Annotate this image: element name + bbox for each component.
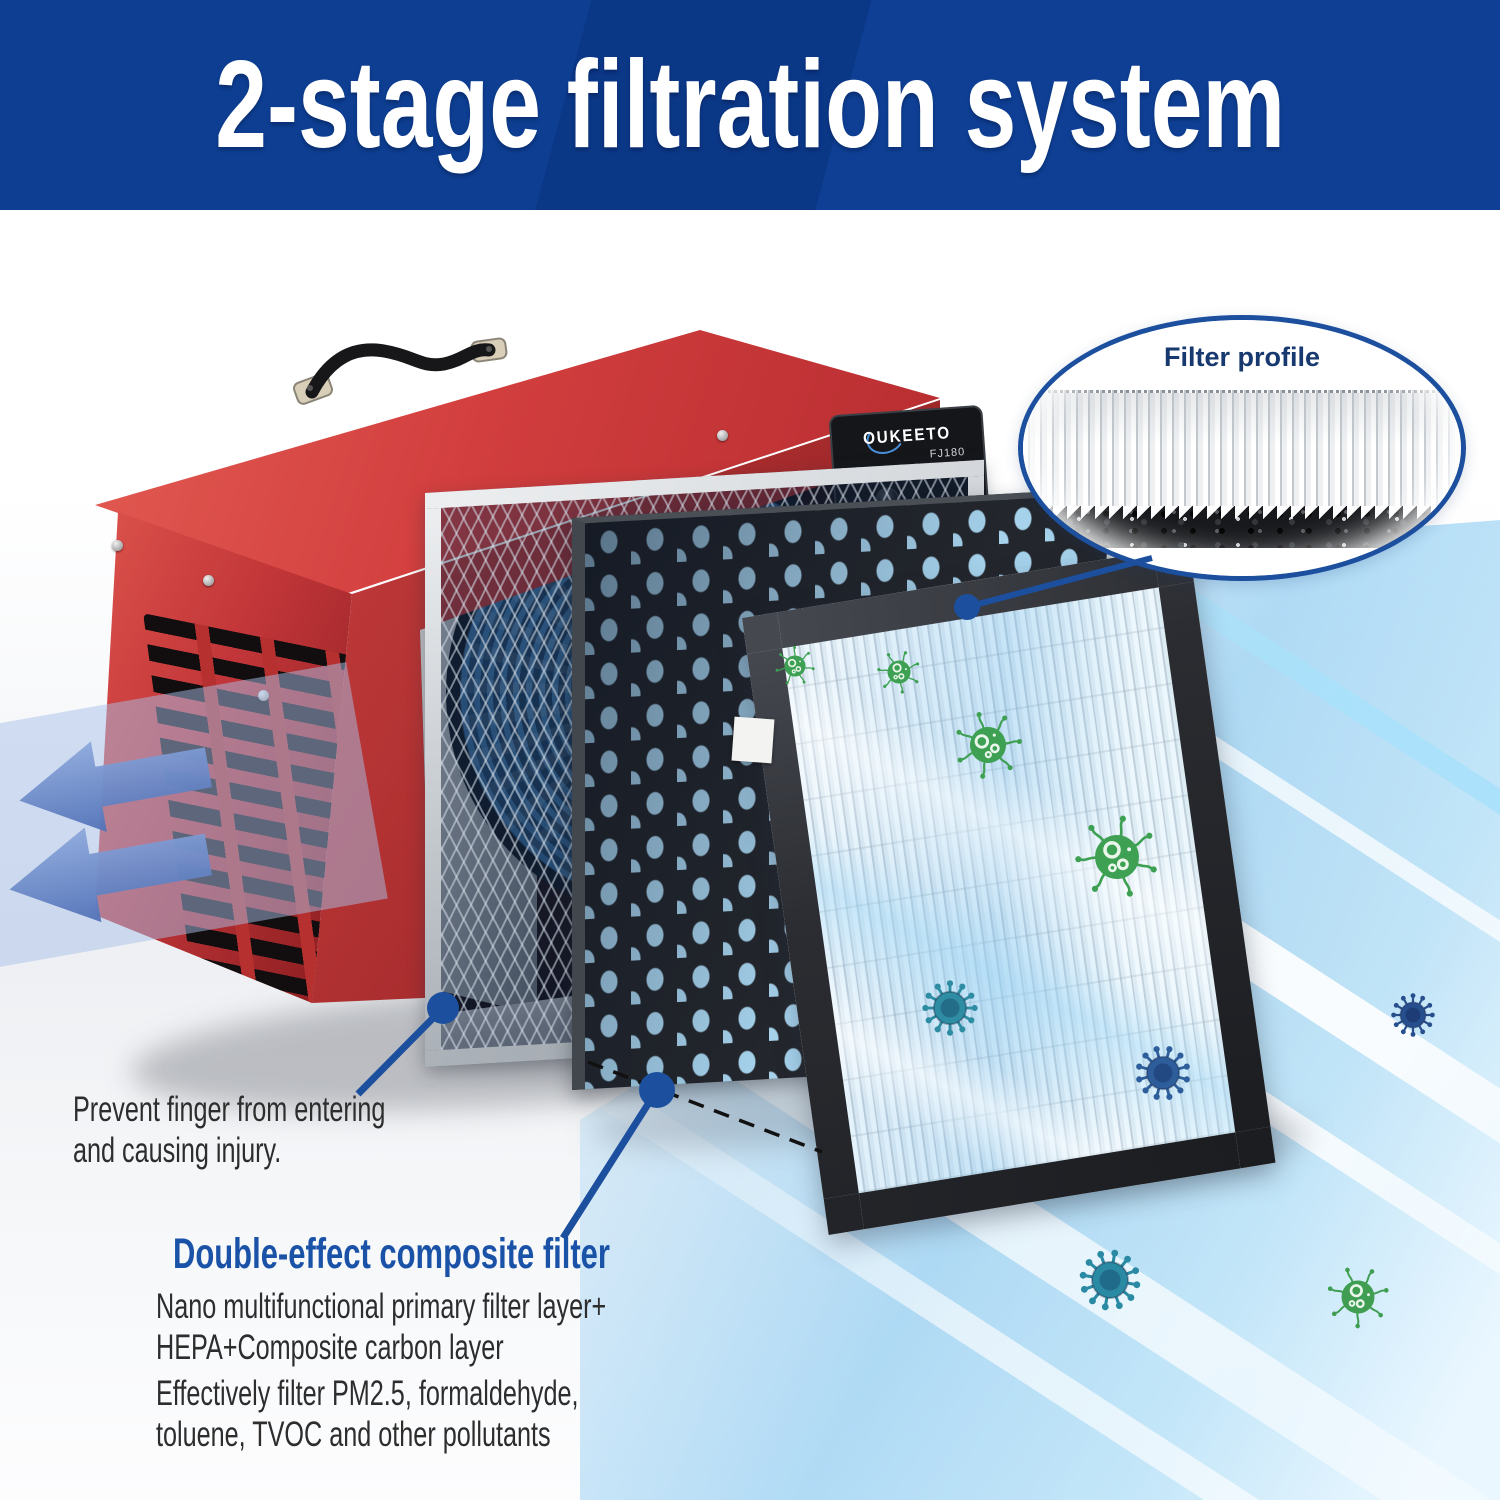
filter-profile-inset: Filter profile — [1018, 315, 1466, 581]
guard-note-line1: Prevent finger from entering — [73, 1090, 386, 1129]
screw-icon — [112, 540, 123, 551]
body1-line1: Nano multifunctional primary filter laye… — [156, 1287, 607, 1326]
header-banner: 2-stage filtration system — [0, 0, 1500, 214]
guard-note: Prevent finger from entering and causing… — [73, 1089, 507, 1171]
filter-tape-pull — [731, 716, 775, 764]
guard-note-line2: and causing injury. — [73, 1131, 282, 1170]
page-title: 2-stage filtration system — [215, 36, 1285, 174]
inset-label: Filter profile — [1163, 342, 1320, 372]
body2-line2: toluene, TVOC and other pollutants — [156, 1415, 551, 1454]
pleat-teeth — [1023, 506, 1461, 526]
body1-line2: HEPA+Composite carbon layer — [156, 1328, 504, 1367]
model-number: FJ180 — [929, 446, 966, 461]
screw-icon — [717, 430, 728, 441]
composite-filter-heading: Double-effect composite filter — [173, 1230, 610, 1278]
composite-filter-body2: Effectively filter PM2.5, formaldehyde, … — [156, 1373, 743, 1455]
pleat-cross-section — [1023, 390, 1461, 509]
composite-filter-body1: Nano multifunctional primary filter laye… — [156, 1286, 781, 1368]
body2-line1: Effectively filter PM2.5, formaldehyde, — [156, 1374, 579, 1413]
screw-icon — [203, 575, 214, 586]
hepa-filter — [742, 545, 1276, 1235]
